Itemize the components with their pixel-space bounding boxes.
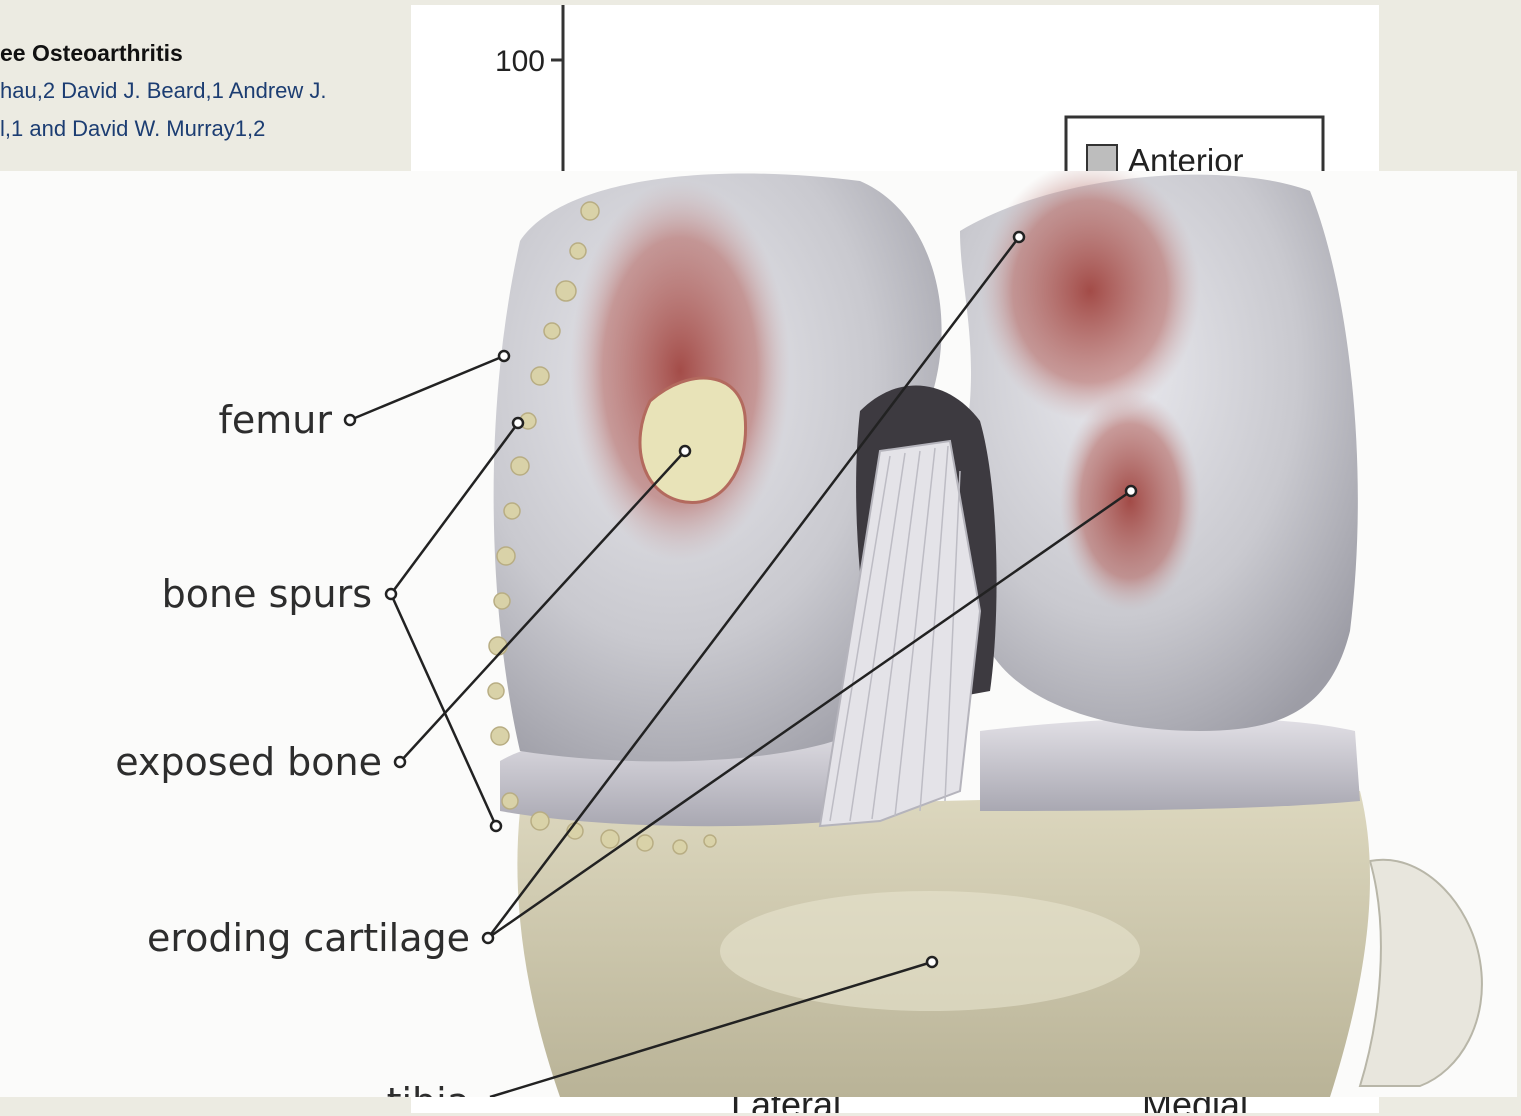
y-tick-label: 100 [495, 45, 545, 78]
paper-title: ee Osteoarthritis [0, 40, 183, 67]
paper-authors-line-2: l,1 and David W. Murray1,2 [0, 116, 265, 142]
label-bone-spurs: bone spurs [162, 572, 372, 616]
label-eroding-cartilage: eroding cartilage [147, 916, 470, 960]
label-femur: femur [219, 398, 333, 442]
paper-authors-line-1: hau,2 David J. Beard,1 Andrew J. [0, 78, 327, 104]
fibula [1360, 860, 1482, 1086]
inflamed-cartilage-upper [980, 171, 1200, 421]
knee-drawing: femur bone spurs exposed bone eroding ca… [0, 171, 1517, 1097]
tibia-highlight [720, 891, 1140, 1011]
inflamed-cartilage-lateral [570, 181, 790, 561]
medial-meniscus [980, 718, 1360, 811]
label-exposed-bone: exposed bone [115, 740, 382, 784]
inflamed-cartilage-medial [1060, 391, 1200, 611]
knee-osteoarthritis-illustration: femur bone spurs exposed bone eroding ca… [0, 171, 1517, 1097]
label-tibia: tibia [387, 1080, 470, 1097]
